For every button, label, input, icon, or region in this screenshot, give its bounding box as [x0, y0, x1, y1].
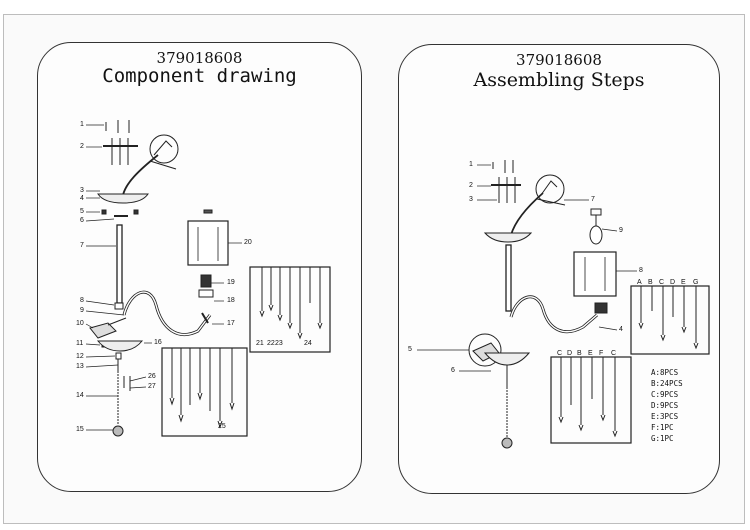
quantity-a: A:8PCS — [651, 368, 679, 377]
component-drawing-illustration — [85, 120, 331, 437]
part-label-11: 11 — [76, 340, 84, 347]
crystal-letter-b: B — [648, 279, 653, 286]
model-code: 379018608 — [156, 49, 243, 67]
crystal-letter-g: G — [693, 279, 699, 286]
step-label-5: 5 — [408, 346, 412, 353]
quantity-g: G:1PC — [651, 434, 674, 443]
crystal-letter-e: E — [681, 279, 686, 286]
step-label-6: 6 — [451, 367, 455, 374]
part-label-27: 27 — [148, 383, 156, 390]
part-label-26: 26 — [148, 373, 156, 380]
crystal-letter-c2: C — [557, 350, 563, 357]
quantity-b: B:24PCS — [651, 379, 683, 388]
model-code: 379018608 — [516, 51, 602, 69]
part-label-10: 10 — [76, 320, 84, 327]
quantity-f: F:1PC — [651, 423, 674, 432]
step-label-3: 3 — [469, 196, 473, 203]
assembling-steps-panel: 379018608 Assembling Steps — [398, 44, 720, 494]
quantity-e: E:3PCS — [651, 412, 679, 421]
part-label-15: 15 — [76, 426, 84, 433]
crystal-letter-d: D — [670, 279, 676, 286]
part-label-25: 25 — [218, 423, 226, 430]
part-label-19: 19 — [227, 279, 235, 286]
part-label-4: 4 — [80, 195, 84, 202]
quantity-c: C:9PCS — [651, 390, 679, 399]
panel-title: Component drawing — [102, 65, 297, 87]
part-label-22: 22 — [267, 340, 275, 347]
part-label-5: 5 — [80, 208, 84, 215]
part-label-12: 12 — [76, 353, 84, 360]
part-label-17: 17 — [227, 320, 235, 327]
part-label-20: 20 — [244, 239, 252, 246]
part-label-16: 16 — [154, 339, 162, 346]
crystal-letter-d2: D — [567, 350, 573, 357]
part-label-6: 6 — [80, 217, 84, 224]
part-label-14: 14 — [76, 392, 84, 399]
part-label-9: 9 — [80, 307, 84, 314]
crystal-letter-f: F — [599, 350, 604, 357]
part-label-18: 18 — [227, 297, 235, 304]
step-label-1: 1 — [469, 161, 473, 168]
step-label-9: 9 — [619, 227, 623, 234]
part-label-13: 13 — [76, 363, 84, 370]
quantity-d: D:9PCS — [651, 401, 679, 410]
step-label-2: 2 — [469, 182, 473, 189]
part-label-3: 3 — [80, 187, 84, 194]
crystal-letter-c: C — [659, 279, 665, 286]
panel-title: Assembling Steps — [473, 69, 645, 91]
part-label-8: 8 — [80, 297, 84, 304]
step-label-7: 7 — [591, 196, 595, 203]
part-label-23: 23 — [275, 340, 283, 347]
assembly-illustration — [417, 160, 710, 449]
step-label-8: 8 — [639, 267, 643, 274]
part-label-2: 2 — [80, 143, 84, 150]
component-drawing-panel: 379018608 Component drawing — [37, 42, 362, 492]
step-label-4: 4 — [619, 326, 623, 333]
part-label-21: 21 — [256, 340, 264, 347]
crystal-letter-e2: E — [588, 350, 593, 357]
crystal-letter-b2: B — [577, 350, 582, 357]
crystal-letter-c3: C — [611, 350, 617, 357]
part-label-1: 1 — [80, 121, 84, 128]
part-label-7: 7 — [80, 242, 84, 249]
crystal-letter-a: A — [637, 279, 642, 286]
part-label-24: 24 — [304, 340, 312, 347]
